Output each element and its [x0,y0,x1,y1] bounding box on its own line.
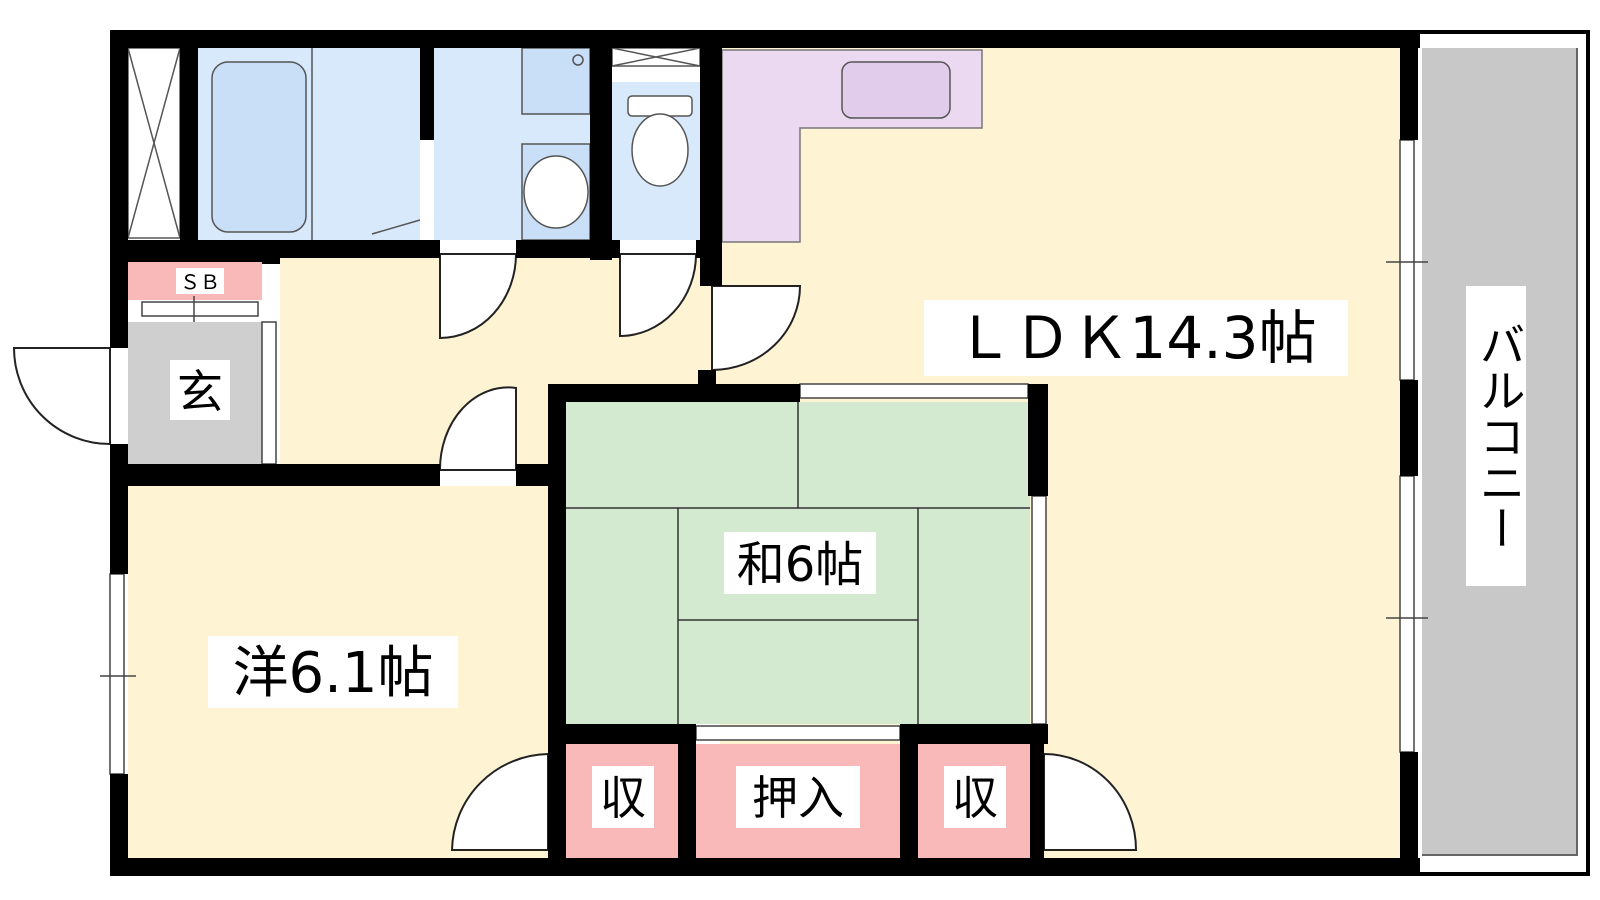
balcony-label: バルコニー [1473,321,1527,551]
doors [12,253,1138,851]
genkan-label-bg [170,360,230,420]
washitsu-label-bg [724,532,876,594]
ldk-label-bg [924,300,1348,376]
outer-wall-right-mid [1400,380,1418,476]
ldk-label: ＬＤＫ14.3帖 [955,304,1316,372]
bathroom-door [439,253,518,340]
oshiire-label: 押入 [752,771,844,825]
stove-icon [841,61,951,119]
outer-wall-right-bottom [1400,752,1418,876]
washroom-door [438,386,517,471]
storage-left-label-bg [592,766,654,828]
outer-wall-top [110,30,1420,48]
balcony-rail-right [1586,30,1590,876]
sink-bowl-icon [523,155,589,229]
ldk-closet-door [1043,752,1138,851]
room-labels: ＬＤＫ14.3帖 和6帖 洋6.1帖 玄 ＳＢ 収 押入 収 バルコニー [170,268,1527,828]
outer-wall-left-mid [110,444,128,574]
bathtub-icon [211,61,307,233]
outer-wall-left-bottom [110,774,128,876]
washitsu-label: 和6帖 [737,537,864,593]
storage-right-label: 収 [952,771,998,825]
washbasin-counter [521,47,591,115]
balcony-rail-bottom [1418,872,1590,876]
outer-wall-left-top [110,30,128,348]
shoe-box-label: ＳＢ [180,270,220,294]
youshitsu-label-bg [208,636,458,708]
walls [110,30,1590,876]
toilet-tank [627,95,693,117]
windows [100,139,1428,775]
oshiire-label-bg [736,766,860,828]
toilet-door [619,253,698,338]
balcony-label-bg [1466,286,1526,586]
storage-left-label: 収 [600,771,646,825]
tatami-lines [566,402,1030,724]
entrance-door [12,347,111,446]
fixtures [127,47,1030,724]
balcony-rail-top [1418,30,1590,34]
youshitsu-closet-door [450,752,549,851]
toilet-icon [631,113,689,187]
genkan-label: 玄 [177,365,223,419]
youshitsu-label: 洋6.1帖 [232,641,433,706]
outer-wall-right-top [1400,30,1418,140]
outer-wall-bottom [110,858,1420,876]
storage-right-label-bg [944,766,1006,828]
shoe-box-label-bg [176,268,224,294]
ldk-door [711,285,802,372]
drain-icon [572,54,584,66]
